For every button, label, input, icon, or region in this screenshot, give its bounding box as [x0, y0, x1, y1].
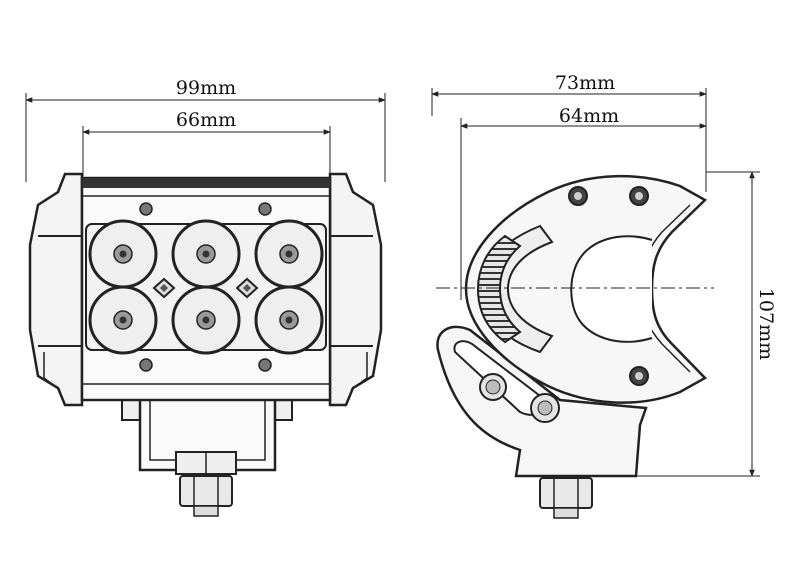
screw-icon — [258, 358, 272, 372]
dimension-66mm: 66mm — [82, 109, 331, 176]
diamond-marker-icon — [235, 277, 259, 299]
led-array — [88, 219, 324, 355]
front-left-end-cap — [28, 172, 84, 407]
led-reflector — [254, 285, 324, 355]
dimension-64mm: 64mm — [460, 105, 707, 300]
front-mount-bracket — [121, 387, 293, 517]
dimension-label-66mm: 66mm — [176, 109, 236, 131]
side-light-body — [464, 174, 708, 404]
front-right-end-cap — [328, 172, 383, 407]
led-reflector — [88, 285, 158, 355]
dimension-99mm: 99mm — [25, 77, 386, 182]
dimension-label-73mm: 73mm — [555, 72, 615, 94]
led-reflector — [88, 219, 158, 289]
screw-icon — [139, 358, 153, 372]
screw-icon — [258, 202, 272, 216]
front-view: 99mm 66mm — [25, 77, 386, 517]
side-view: 73mm 64mm 107mm — [431, 72, 777, 519]
led-reflector — [171, 219, 241, 289]
dimension-label-99mm: 99mm — [176, 77, 236, 99]
dimension-label-107mm: 107mm — [755, 288, 777, 360]
dimension-107mm: 107mm — [636, 171, 777, 477]
dimension-73mm: 73mm — [431, 72, 707, 192]
led-reflector — [171, 285, 241, 355]
diamond-marker-icon — [152, 277, 176, 299]
screw-icon — [139, 202, 153, 216]
led-reflector — [254, 219, 324, 289]
dimension-label-64mm: 64mm — [559, 105, 619, 127]
side-mount-bracket — [436, 325, 648, 519]
